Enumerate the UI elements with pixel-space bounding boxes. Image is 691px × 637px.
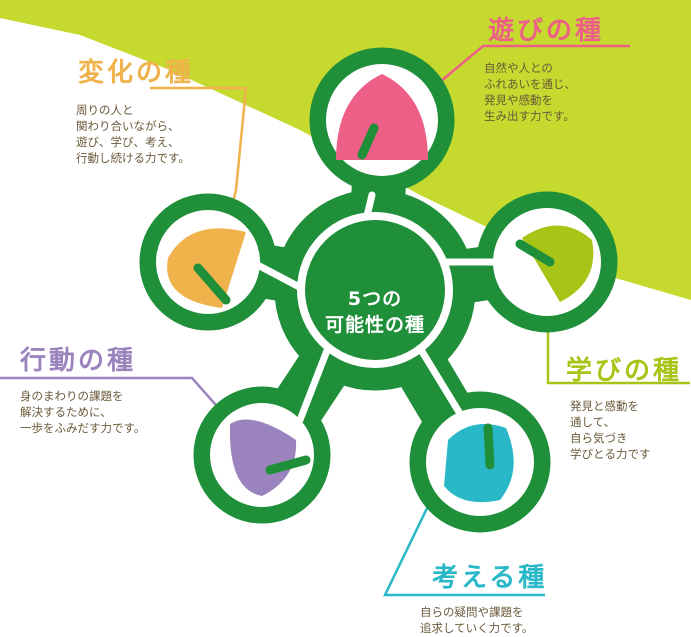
seed-title-play: 遊びの種 xyxy=(488,16,605,46)
seed-drop-change xyxy=(167,228,246,308)
seed-description-think: 自らの疑問や課題を 追求していく力です。 xyxy=(420,604,534,636)
seed-drop-action xyxy=(229,419,297,496)
center-disc xyxy=(305,220,445,360)
description-line: 身のまわりの課題を xyxy=(20,389,124,403)
seed-drop-think xyxy=(444,424,514,503)
seed-description-play: 自然や人との ふれあいを通じ、 発見や感動を 生み出す力です。 xyxy=(484,60,576,124)
seed-drop-learn xyxy=(522,225,594,302)
description-line: 発見や感動を xyxy=(484,93,553,107)
description-line: 発見と感動を xyxy=(570,399,639,413)
description-line: 解決するために、 xyxy=(20,405,112,419)
description-line: 自ら気づき xyxy=(570,431,628,445)
seed-label-think: 考える種 xyxy=(432,557,547,594)
seed-label-play: 遊びの種 xyxy=(488,10,604,47)
seed-drop-play xyxy=(336,74,428,160)
center-title-line2: 可能性の種 xyxy=(324,314,425,336)
seed-label-action: 行動の種 xyxy=(20,340,136,377)
description-line: 生み出す力です。 xyxy=(484,109,575,123)
seed-description-action: 身のまわりの課題を 解決するために、 一歩をふみだす力です。 xyxy=(20,388,145,436)
seed-stems xyxy=(193,123,555,475)
description-line: 自然や人との xyxy=(484,61,553,75)
description-line: 一歩をふみだす力です。 xyxy=(20,421,146,435)
description-line: ふれあいを通じ、 xyxy=(484,77,576,91)
seed-label-learn: 学びの種 xyxy=(566,350,682,387)
seed-title-learn: 学びの種 xyxy=(566,356,683,386)
seed-title-think: 考える種 xyxy=(432,563,548,593)
description-line: 通して、 xyxy=(570,415,616,429)
center-title: 5つの 可能性の種 xyxy=(300,286,450,338)
seed-description-learn: 発見と感動を 通して、 自ら気づき 学びとる力です xyxy=(570,398,651,462)
description-line: 学びとる力です xyxy=(570,447,651,461)
seed-description-change: 周りの人と 関わり合いながら、 遊び、学び、考え、 行動し続ける力です。 xyxy=(76,102,190,166)
seed-label-change: 変化の種 xyxy=(78,52,194,89)
description-line: 周りの人と xyxy=(76,103,134,117)
description-line: 自らの疑問や課題を xyxy=(420,605,524,619)
seed-title-action: 行動の種 xyxy=(20,346,137,376)
description-line: 関わり合いながら、 xyxy=(76,119,180,133)
seed-title-change: 変化の種 xyxy=(78,58,195,88)
description-line: 遊び、学び、考え、 xyxy=(76,135,180,149)
description-line: 行動し続ける力です。 xyxy=(76,151,190,165)
center-title-line1: 5つの xyxy=(347,288,403,310)
description-line: 追求していく力です。 xyxy=(420,621,534,635)
